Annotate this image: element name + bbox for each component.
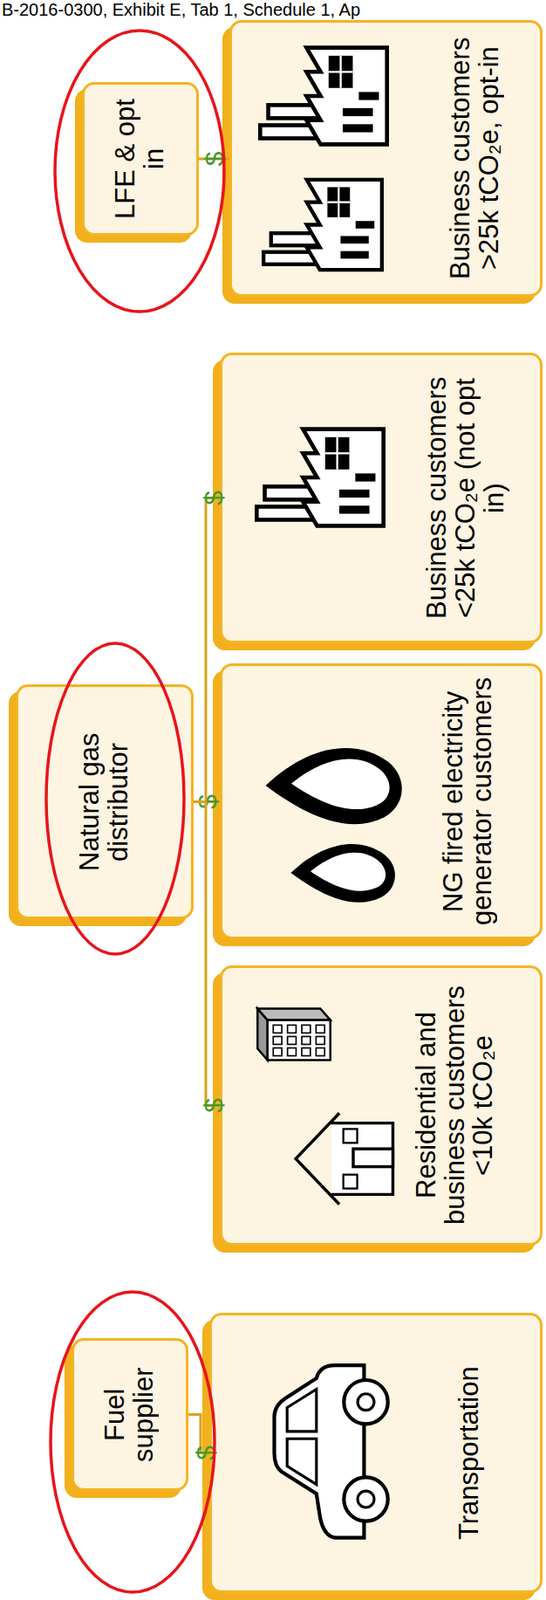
connector: $ [193,490,228,802]
flame-icon [266,747,403,824]
node-box: Business customers >25k tCO₂e, opt-in [229,20,543,297]
node-label: LFE & opt in [111,93,170,225]
highlight-ellipse [46,642,185,954]
connector-line [193,498,220,802]
house-icon [295,1112,393,1204]
car-icon [274,1364,389,1536]
node-label: Fuel supplier [101,1348,159,1479]
flame-icon [290,843,395,902]
node-label: NG fired electricity generator customers [439,674,498,928]
factory-icon [256,429,383,526]
flame-icon [266,747,403,824]
node-label: Natural gas distributor [75,695,134,908]
connector-line [188,1413,210,1453]
node-label: Business customers <25k tCO₂e (not opt i… [423,363,510,632]
connector: $ [198,150,230,166]
factory-icon [256,429,383,526]
document-reference: B-2016-0300, Exhibit E, Tab 1, Schedule … [1,0,361,21]
node-text-area: LFE & opt in [91,93,190,225]
node-text-area: Residential and business customers <10k … [377,975,533,1234]
money-label: $ [191,1444,220,1460]
node-box: Business customers <25k tCO₂e (not opt i… [219,352,543,643]
connector: $ [193,801,228,1113]
connector-line [198,157,230,161]
money-label: $ [198,1097,228,1113]
node-box: LFE & opt in [81,81,199,236]
factory-icon [259,47,387,145]
node-box: Transportation [209,1311,543,1592]
connector-line [193,799,220,803]
node-box: Natural gas distributor [15,683,194,919]
factory-icon [263,179,383,270]
connector-line [193,801,220,1106]
node-text-area: Natural gas distributor [25,695,185,908]
money-label: $ [192,793,222,809]
building-icon [257,1008,330,1060]
connector: $ [192,793,222,809]
factory-icon [263,179,383,270]
node-box: Fuel supplier [71,1337,189,1490]
node-text-area: Transportation [406,1323,533,1581]
node-box: NG fired electricity generator customers [219,662,543,939]
flame-icon [290,843,395,902]
node-box: Residential and business customers <10k … [219,964,543,1245]
money-label: $ [199,150,229,166]
car-icon [274,1364,389,1536]
factory-icon [259,47,387,145]
money-label: $ [198,490,228,506]
highlight-ellipse [54,30,225,312]
node-text-area: Business customers >25k tCO₂e, opt-in [417,31,533,286]
node-label: Residential and business customers <10k … [412,975,499,1234]
node-label: Transportation [455,1365,485,1539]
node-text-area: NG fired electricity generator customers [403,674,533,928]
node-label: Business customers >25k tCO₂e, opt-in [446,31,505,286]
building-icon [257,1008,330,1060]
highlight-ellipse [50,1290,215,1591]
node-text-area: Fuel supplier [81,1348,179,1479]
connector: $ [188,1413,220,1460]
node-text-area: Business customers <25k tCO₂e (not opt i… [399,363,533,632]
house-icon [295,1112,393,1204]
